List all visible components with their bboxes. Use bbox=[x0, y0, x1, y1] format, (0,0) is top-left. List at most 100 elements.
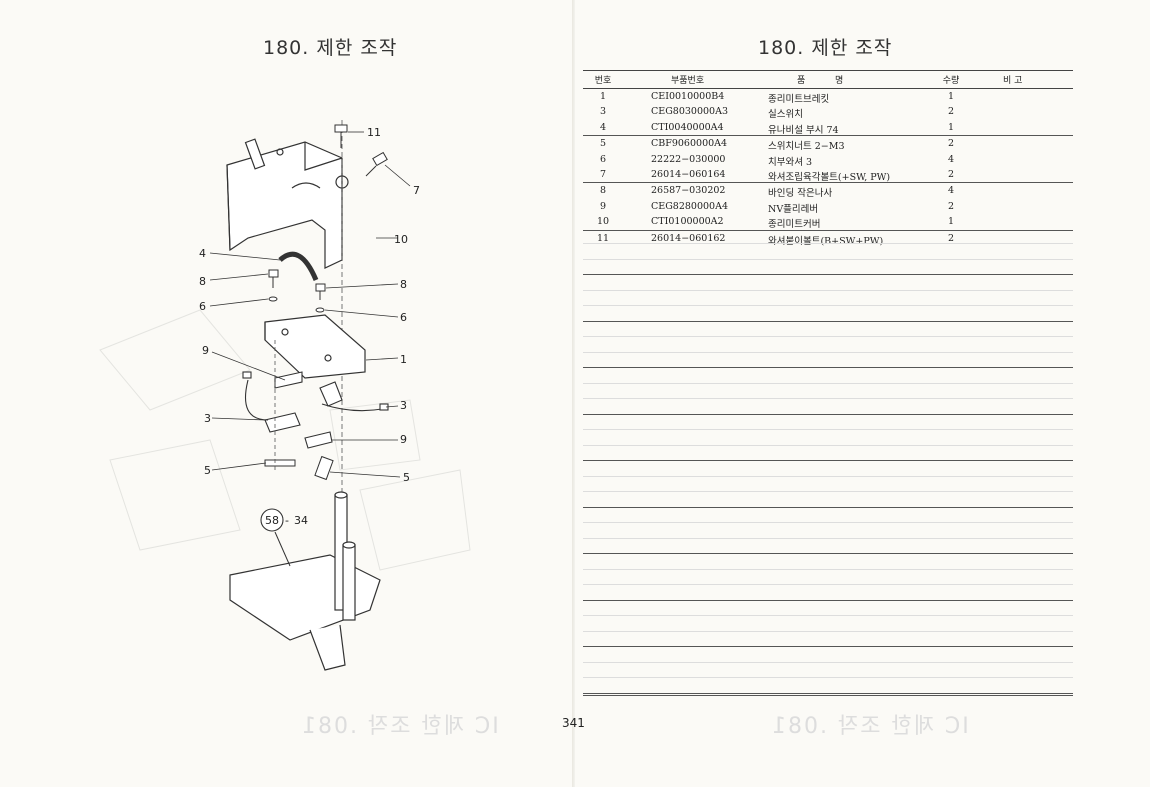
row-name: NV플리레버 bbox=[768, 203, 819, 215]
row-no: 11 bbox=[596, 232, 610, 244]
row-part-no: CEG8280000A4 bbox=[651, 200, 729, 212]
bolt-11 bbox=[334, 124, 348, 148]
table-rule-line bbox=[583, 522, 1073, 523]
row-name: 바인딩 작은나사 bbox=[768, 188, 833, 200]
table-rule-line bbox=[583, 692, 1073, 694]
row-name: 스위치너트 2−M3 bbox=[768, 141, 845, 153]
header-no: 번호 bbox=[594, 76, 612, 86]
row-qty: 2 bbox=[947, 200, 955, 212]
table-rule-line bbox=[583, 274, 1073, 275]
callout-8-left: 8 bbox=[199, 275, 206, 288]
bleed-through-text: IC 제한 조작 .081 bbox=[770, 714, 969, 739]
callout-6-left: 6 bbox=[199, 300, 206, 313]
table-rule-line bbox=[583, 351, 1073, 353]
row-name: 종리미트브레킷 bbox=[768, 94, 830, 105]
row-no: 8 bbox=[599, 185, 607, 197]
table-rule-line bbox=[583, 367, 1073, 368]
row-no: 3 bbox=[599, 106, 607, 118]
row-name: 치부와셔 3 bbox=[768, 156, 813, 168]
table-rule-line bbox=[583, 289, 1073, 291]
row-part-no: 26587−030202 bbox=[651, 185, 726, 197]
table-row: 5 CBF9060000A4 스위치너트 2−M3 2 bbox=[583, 135, 1073, 153]
row-qty: 1 bbox=[947, 216, 955, 228]
callout-1: 1 bbox=[400, 353, 407, 366]
table-rule-line bbox=[583, 584, 1073, 585]
row-no: 6 bbox=[599, 153, 607, 165]
row-no: 1 bbox=[599, 91, 607, 102]
right-page-title: 180. 제한 조작 bbox=[758, 37, 893, 59]
header-qty: 수량 bbox=[942, 76, 960, 86]
row-part-no: 26014−060164 bbox=[651, 168, 726, 180]
row-part-no: CBF9060000A4 bbox=[651, 138, 728, 150]
callout-9-right: 9 bbox=[400, 433, 407, 446]
row-part-no: 22222−030000 bbox=[651, 153, 726, 165]
base-stand-part bbox=[229, 491, 381, 671]
callout-5-right: 5 bbox=[403, 471, 410, 484]
row-name: 와셔조립육각볼트(+SW, PW) bbox=[768, 171, 891, 183]
table-row: 7 26014−060164 와셔조립육각볼트(+SW, PW) 2 bbox=[583, 167, 1073, 183]
row-qty: 2 bbox=[947, 168, 955, 180]
callout-4: 4 bbox=[199, 247, 206, 260]
bleed-through-text: IC 제한 조작 .081 bbox=[300, 714, 499, 739]
row-qty: 1 bbox=[947, 91, 955, 102]
table-rule-line bbox=[583, 568, 1073, 570]
table-rule-line bbox=[583, 320, 1073, 322]
table-rule-line bbox=[583, 382, 1073, 384]
table-rule-line bbox=[583, 398, 1073, 399]
header-name-b: 명 bbox=[835, 76, 844, 86]
callout-dash: - bbox=[285, 514, 289, 527]
row-no: 7 bbox=[599, 168, 607, 180]
page-number: 341 bbox=[562, 716, 585, 730]
right-page: 180. 제한 조작 번호 부품번호 품 명 수량 비 고 1 CEI001000… bbox=[562, 0, 1150, 787]
row-part-no: CTI0100000A2 bbox=[651, 216, 724, 228]
callout-34: 34 bbox=[294, 514, 308, 527]
table-rule-line bbox=[583, 305, 1073, 306]
row-part-no: 26014−060162 bbox=[651, 232, 726, 244]
table-rule-line bbox=[583, 444, 1073, 446]
limit-cover-part bbox=[226, 138, 349, 269]
row-qty: 2 bbox=[947, 106, 955, 118]
callout-7: 7 bbox=[413, 184, 420, 197]
row-qty: 4 bbox=[947, 185, 955, 197]
row-part-no: CTI0040000A4 bbox=[651, 121, 724, 133]
left-page-title: 180. 제한 조작 bbox=[263, 37, 398, 59]
table-rule-line bbox=[583, 677, 1073, 678]
callout-58: 58 bbox=[265, 514, 279, 527]
table-rule-line bbox=[583, 243, 1073, 244]
callout-10: 10 bbox=[394, 233, 408, 246]
callout-6-right: 6 bbox=[400, 311, 407, 324]
parts-table-header: 번호 부품번호 품 명 수량 비 고 bbox=[583, 70, 1073, 89]
row-part-no: CEI0010000B4 bbox=[651, 91, 725, 102]
callout-3-left: 3 bbox=[204, 412, 211, 425]
table-rule-line bbox=[583, 695, 1073, 696]
table-rule-line bbox=[583, 630, 1073, 632]
table-rule-line bbox=[583, 506, 1073, 508]
table-rule-line bbox=[583, 599, 1073, 601]
header-part-no: 부품번호 bbox=[671, 76, 705, 86]
left-page: 180. 제한 조작 bbox=[99, 37, 499, 739]
table-rule-line bbox=[583, 429, 1073, 430]
row-no: 5 bbox=[599, 138, 607, 150]
row-name: 와셔붙이볼트(B+SW+PW) bbox=[768, 235, 884, 247]
table-rule-line bbox=[583, 413, 1073, 415]
row-no: 9 bbox=[599, 200, 607, 212]
table-row: 9 CEG8280000A4 NV플리레버 2 bbox=[583, 199, 1073, 215]
callout-9-left: 9 bbox=[202, 344, 209, 357]
table-row: 1 CEI0010000B4 종리미트브레킷 1 bbox=[583, 89, 1073, 105]
table-rule-line bbox=[583, 661, 1073, 663]
table-row: 8 26587−030202 바인딩 작은나사 4 bbox=[583, 182, 1073, 200]
bolt-7 bbox=[365, 151, 388, 177]
callout-11: 11 bbox=[367, 126, 381, 139]
callout-8-right: 8 bbox=[400, 278, 407, 291]
row-part-no: CEG8030000A3 bbox=[651, 106, 729, 118]
callout-3-right: 3 bbox=[400, 399, 407, 412]
table-rule-line bbox=[583, 491, 1073, 492]
row-name: 종리미트커버 bbox=[768, 219, 821, 231]
row-qty: 2 bbox=[947, 138, 955, 150]
